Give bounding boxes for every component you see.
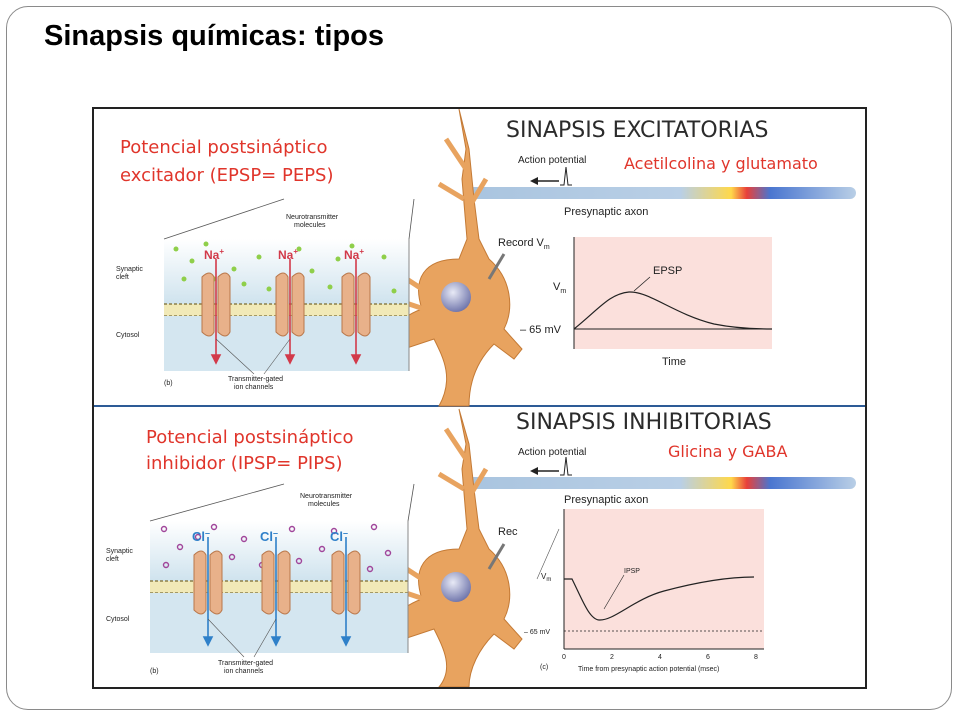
ipsp-tick-2: 2 xyxy=(610,654,614,661)
inhibitory-electrode xyxy=(487,543,506,570)
ipsp-tick-0: 0 xyxy=(562,654,566,661)
excitatory-ion-channels xyxy=(201,272,371,337)
inhibitory-axon xyxy=(466,477,856,489)
synapse-illustration: SINAPSIS EXCITATORIAS Potencial postsiná… xyxy=(94,109,865,687)
excitatory-electrode xyxy=(487,253,506,280)
excitatory-neurotransmitter-label-2: molecules xyxy=(294,222,326,229)
epsp-curve-label: EPSP xyxy=(653,265,682,277)
inhibitory-subtitle-2: inhibidor (IPSP= PIPS) xyxy=(146,453,343,474)
ipsp-record-label: Rec xyxy=(498,526,518,538)
ipsp-vm-label: Vm xyxy=(541,572,551,583)
excitatory-panel-letter: (b) xyxy=(164,380,173,387)
inhibitory-cytosol: Cytosol xyxy=(106,616,130,623)
inhibitory-neurotransmitter-dots xyxy=(160,523,392,573)
epsp-graph: Record Vm Vm EPSP – 65 mV Time xyxy=(498,237,773,368)
inhibitory-ion-label-1: Cl– xyxy=(192,528,210,544)
epsp-vm-label: Vm xyxy=(553,281,566,295)
inhibitory-spike-icon xyxy=(560,456,572,476)
ipsp-x-label: Time from presynaptic action potential (… xyxy=(578,666,719,673)
inhibitory-neurotransmitter-label-2: molecules xyxy=(308,501,340,508)
inhibitory-neuron xyxy=(393,408,523,687)
ipsp-tick-8: 8 xyxy=(754,654,758,661)
ipsp-baseline-label: – 65 mV xyxy=(524,629,550,636)
ipsp-curve-label: IPSP xyxy=(624,568,640,575)
excitatory-ion-label-2: Na+ xyxy=(278,247,298,262)
ipsp-curve xyxy=(564,576,755,621)
excitatory-panel: SINAPSIS EXCITATORIAS Potencial postsiná… xyxy=(116,109,856,407)
inhibitory-membrane: Cl– Cl– Cl– xyxy=(149,483,415,653)
excitatory-subtitle-1: Potencial postsináptico xyxy=(120,137,328,158)
excitatory-axon xyxy=(466,187,856,199)
excitatory-action-potential: Action potential xyxy=(518,155,586,166)
excitatory-ap-arrowhead xyxy=(530,177,538,185)
inhibitory-panel-letter: (b) xyxy=(150,668,159,675)
excitatory-heading: SINAPSIS EXCITATORIAS xyxy=(506,118,768,143)
excitatory-spike-icon xyxy=(560,166,572,186)
inhibitory-neurotransmitter-label-1: Neurotransmitter xyxy=(300,493,353,500)
excitatory-neurotransmitter-label-1: Neurotransmitter xyxy=(286,214,339,221)
epsp-record-label: Record Vm xyxy=(498,237,550,251)
epsp-x-label: Time xyxy=(662,356,686,368)
excitatory-synaptic-cleft-2: cleft xyxy=(116,274,129,281)
epsp-baseline-label: – 65 mV xyxy=(520,324,562,336)
inhibitory-panel: SINAPSIS INHIBITORIAS Potencial postsiná… xyxy=(106,408,856,687)
excitatory-presynaptic-axon: Presynaptic axon xyxy=(564,206,648,218)
excitatory-channels-label-2: ion channels xyxy=(234,384,274,391)
excitatory-neuron xyxy=(393,109,523,407)
excitatory-membrane: Na+ Na+ Na+ xyxy=(163,198,415,371)
inhibitory-action-potential: Action potential xyxy=(518,447,586,458)
inhibitory-ion-label-2: Cl– xyxy=(260,528,278,544)
excitatory-channels-label-1: Transmitter-gated xyxy=(228,376,283,383)
inhibitory-channels-label-1: Transmitter-gated xyxy=(218,660,273,667)
inhibitory-ion-label-3: Cl– xyxy=(330,528,348,544)
excitatory-subtitle-2: excitador (EPSP= PEPS) xyxy=(120,165,334,186)
synapse-figure: SINAPSIS EXCITATORIAS Potencial postsiná… xyxy=(92,107,867,689)
ipsp-tick-4: 4 xyxy=(658,654,662,661)
inhibitory-heading: SINAPSIS INHIBITORIAS xyxy=(516,410,772,435)
excitatory-transmitters: Acetilcolina y glutamato xyxy=(624,154,818,173)
ipsp-graph: Rec Vm IPSP – 65 mV 0 2 4 6 8 (c) Time f… xyxy=(498,509,764,673)
epsp-curve xyxy=(573,291,773,330)
inhibitory-synaptic-cleft-1: Synaptic xyxy=(106,548,133,555)
inhibitory-subtitle-1: Potencial postsináptico xyxy=(146,427,354,448)
excitatory-ion-label-1: Na+ xyxy=(204,247,224,262)
slide-title: Sinapsis químicas: tipos xyxy=(44,20,385,52)
ipsp-tick-6: 6 xyxy=(706,654,710,661)
excitatory-ion-arrows xyxy=(210,259,362,365)
inhibitory-transmitters: Glicina y GABA xyxy=(668,442,787,461)
ipsp-panel-letter: (c) xyxy=(540,664,548,671)
excitatory-ion-label-3: Na+ xyxy=(344,247,364,262)
inhibitory-ion-arrows xyxy=(202,537,352,647)
inhibitory-ion-channels xyxy=(193,550,361,615)
excitatory-cytosol: Cytosol xyxy=(116,332,140,339)
excitatory-synaptic-cleft-1: Synaptic xyxy=(116,266,143,273)
inhibitory-channels-label-2: ion channels xyxy=(224,668,264,675)
slide-frame xyxy=(6,6,952,710)
inhibitory-ap-arrowhead xyxy=(530,467,538,475)
inhibitory-synaptic-cleft-2: cleft xyxy=(106,556,119,563)
inhibitory-presynaptic-axon: Presynaptic axon xyxy=(564,494,648,506)
